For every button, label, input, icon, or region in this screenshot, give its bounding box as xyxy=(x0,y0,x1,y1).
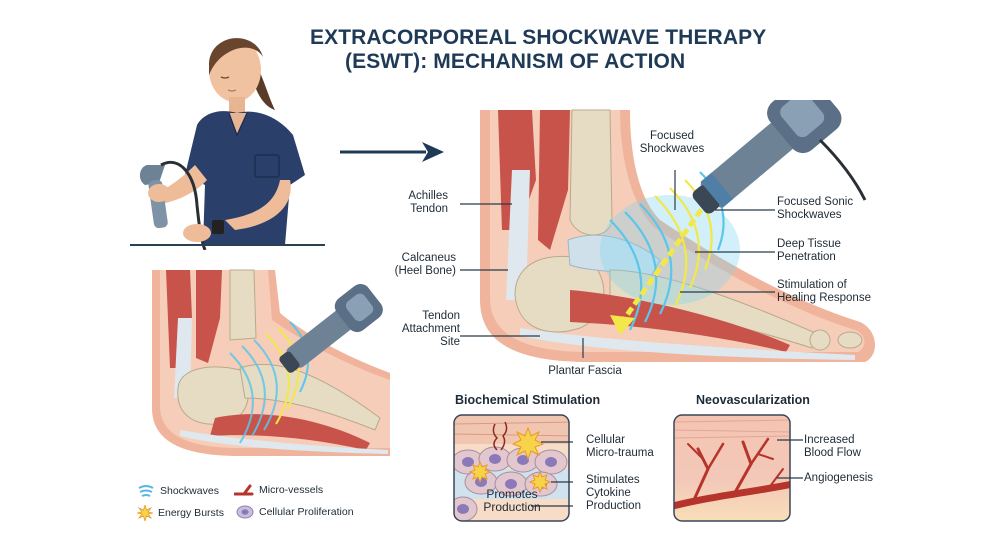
label-stimulates-cytokine-production: Stimulates Cytokine Production xyxy=(586,474,641,512)
legend-label-micro-vessels: Micro-vessels xyxy=(259,484,324,496)
label-calcaneus: Calcaneus (Heel Bone) xyxy=(394,252,456,277)
label-deep-tissue-penetration: Deep Tissue Penetration xyxy=(777,238,841,263)
label-increased-blood-flow: Increased Blood Flow xyxy=(804,434,861,459)
neovascularization-title: Neovascularization xyxy=(696,393,810,407)
neovascularization-inset-illustration xyxy=(673,414,791,522)
legend-item-shockwaves: Shockwaves xyxy=(137,484,219,498)
legend-item-micro-vessels: Micro-vessels xyxy=(234,484,323,496)
label-promotes-production: Promotes Production xyxy=(483,487,541,514)
legend-label-shockwaves: Shockwaves xyxy=(160,485,219,497)
legend-label-cellular-proliferation: Cellular Proliferation xyxy=(259,506,354,518)
legend-item-energy-bursts: Energy Bursts xyxy=(137,505,224,521)
foot-treatment-illustration-small xyxy=(152,269,390,456)
label-focused-shockwaves: Focused Shockwaves xyxy=(639,130,705,155)
label-tendon-attachment-site: Tendon Attachment Site xyxy=(401,310,460,348)
clinician-illustration xyxy=(130,38,325,250)
flow-arrow-icon xyxy=(340,142,444,162)
label-cellular-micro-trauma: Cellular Micro-trauma xyxy=(586,434,654,459)
label-achilles-tendon: Achilles Tendon xyxy=(408,190,448,215)
foot-anatomy-illustration-main xyxy=(460,100,876,362)
biochemical-stimulation-title: Biochemical Stimulation xyxy=(455,393,601,407)
cell-icon xyxy=(236,505,254,519)
title-line-1: EXTRACORPOREAL SHOCKWAVE THERAPY xyxy=(310,26,767,49)
micro-vessels-icon xyxy=(234,484,254,496)
biochemical-inset-illustration xyxy=(453,414,573,522)
label-plantar-fascia: Plantar Fascia xyxy=(548,365,622,377)
legend-item-cellular-proliferation: Cellular Proliferation xyxy=(236,505,354,519)
energy-burst-icon xyxy=(137,505,153,521)
title-line-2: (ESWT): MECHANISM OF ACTION xyxy=(345,50,686,73)
label-angiogenesis: Angiogenesis xyxy=(804,472,874,484)
label-stimulation-healing-response: Stimulation of Healing Response xyxy=(777,279,871,304)
shockwaves-icon xyxy=(138,485,154,497)
neovascularization-leaders xyxy=(777,439,803,479)
label-focused-sonic-shockwaves: Focused Sonic Shockwaves xyxy=(777,196,854,221)
diagram-title: EXTRACORPOREAL SHOCKWAVE THERAPY (ESWT):… xyxy=(300,26,820,74)
legend-label-energy-bursts: Energy Bursts xyxy=(158,507,224,519)
